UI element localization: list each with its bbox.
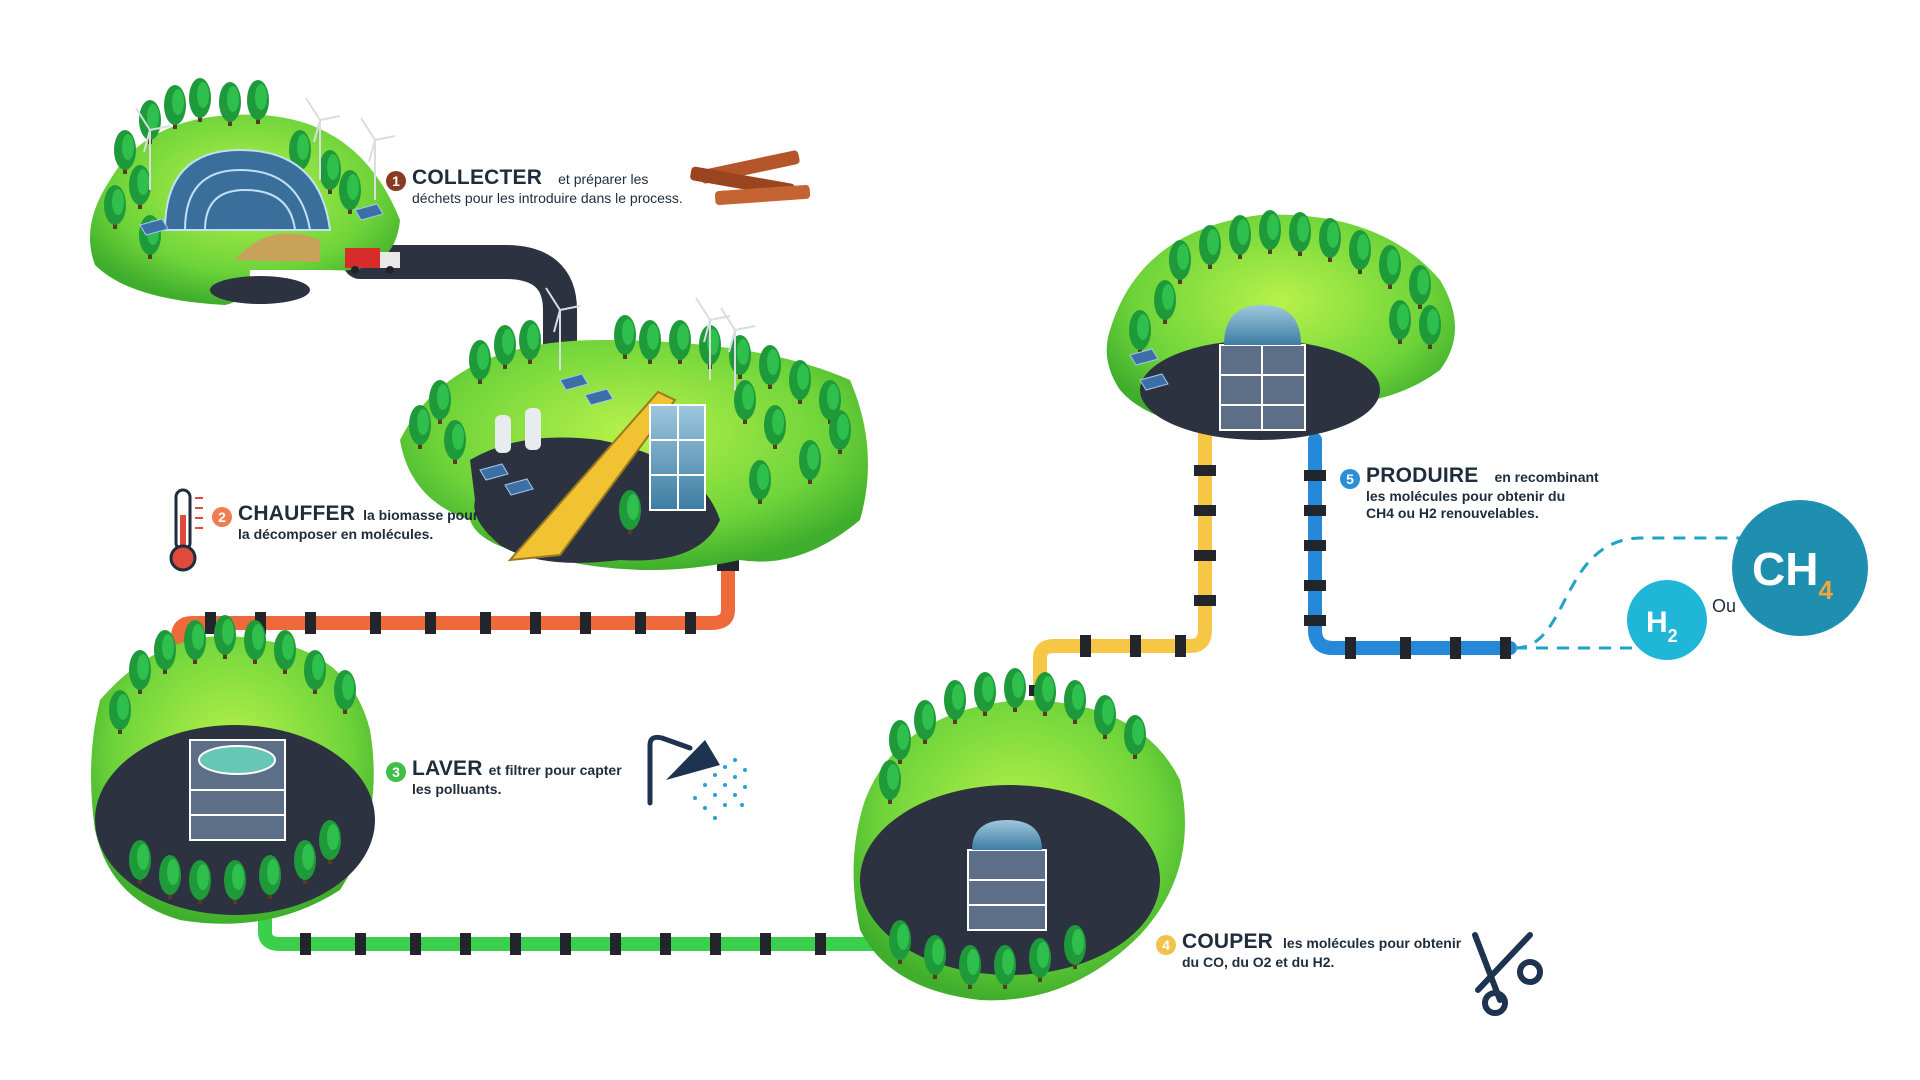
- pipe-yellow: [1029, 435, 1216, 700]
- thermometer-icon: [171, 490, 203, 570]
- step-1-text: et préparer les: [558, 171, 648, 187]
- step-5-text: en recombinant: [1494, 469, 1598, 485]
- island-cut: [854, 668, 1185, 1000]
- step-4-label: 4 COUPER les molécules pour obtenir du C…: [1156, 930, 1461, 971]
- or-label: Ou: [1712, 596, 1736, 616]
- h2-subscript: 2: [1668, 626, 1678, 646]
- step-5-label: 5 PRODUIRE en recombinant les molécules …: [1340, 464, 1599, 522]
- ch4-subscript: 4: [1818, 575, 1833, 605]
- step-3-label: 3 LAVER et filtrer pour capter les pollu…: [386, 757, 622, 798]
- step-4-badge: 4: [1156, 935, 1176, 955]
- step-3-verb: LAVER: [412, 757, 483, 781]
- step-1-badge: 1: [386, 171, 406, 191]
- ch4-product: CH4: [1732, 500, 1868, 636]
- step-5-badge: 5: [1340, 469, 1360, 489]
- reactor-unit: [968, 850, 1046, 930]
- step-3-text: et filtrer pour capter: [489, 762, 622, 778]
- silo: [525, 408, 541, 450]
- step-4-verb: COUPER: [1182, 930, 1273, 954]
- step-3-badge: 3: [386, 762, 406, 782]
- step-2-text: la biomasse pour: [363, 507, 478, 523]
- silo: [495, 415, 511, 453]
- step-3-text-line2: les polluants.: [412, 781, 622, 798]
- step-2-badge: 2: [212, 507, 232, 527]
- step-1-text-line2: déchets pour les introduire dans le proc…: [412, 190, 683, 207]
- ch4-symbol: CH: [1752, 543, 1818, 595]
- step-1-verb: COLLECTER: [412, 166, 542, 190]
- step-2-label: 2 CHAUFFER la biomasse pour la décompose…: [212, 502, 478, 543]
- pipe-yellow-collars: [1029, 465, 1216, 696]
- h2-product: H2: [1627, 580, 1707, 660]
- step-5-text-line2: les molécules pour obtenir du: [1366, 488, 1599, 505]
- h2-symbol: H: [1646, 606, 1668, 639]
- island-collect: [90, 78, 400, 305]
- step-1-label: 1 COLLECTER et préparer les déchets pour…: [386, 166, 683, 207]
- step-5-verb: PRODUIRE: [1366, 464, 1478, 488]
- island-produce: [1107, 210, 1455, 440]
- shower-icon: [650, 737, 747, 820]
- step-2-verb: CHAUFFER: [238, 502, 355, 526]
- island-wash: [91, 615, 375, 924]
- step-5-text-line3: CH4 ou H2 renouvelables.: [1366, 505, 1599, 522]
- scissors-icon: [1475, 935, 1540, 1013]
- step-4-text: les molécules pour obtenir: [1283, 935, 1461, 951]
- step-4-text-line2: du CO, du O2 et du H2.: [1182, 954, 1461, 971]
- wood-logs-icon: [690, 150, 811, 206]
- pipe-green: [265, 905, 880, 955]
- step-2-text-line2: la décomposer en molécules.: [238, 526, 478, 543]
